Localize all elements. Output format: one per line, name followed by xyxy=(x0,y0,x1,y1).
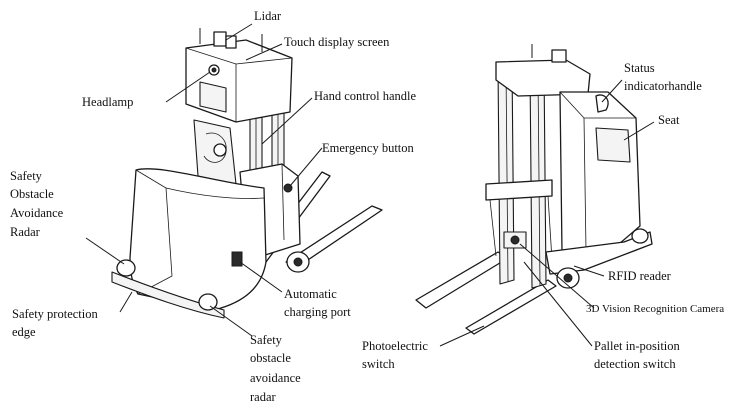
label-safety-radar-left-line3: Avoidance xyxy=(10,206,64,220)
leader-lines xyxy=(85,23,655,347)
label-safety-radar-left-line1: Safety xyxy=(10,169,42,183)
label-hand-control-handle: Hand control handle xyxy=(314,89,417,103)
label-automatic-charging-port-line2: charging port xyxy=(284,305,351,319)
label-status-indicator-handle-line1: Status xyxy=(624,61,655,75)
label-safety-radar-bottom-line2: obstacle xyxy=(250,351,291,365)
label-automatic-charging-port-line1: Automatic xyxy=(284,287,337,301)
right-forklift-drawing xyxy=(415,44,653,335)
label-rfid-reader: RFID reader xyxy=(608,269,671,283)
label-photoelectric-switch-line2: switch xyxy=(362,357,395,371)
label-touch-display-screen: Touch display screen xyxy=(284,35,390,49)
label-lidar: Lidar xyxy=(254,9,282,23)
label-headlamp: Headlamp xyxy=(82,95,134,109)
label-pallet-detection-switch-line1: Pallet in-position xyxy=(594,339,680,353)
label-status-indicator-handle-line2: indicatorhandle xyxy=(624,79,702,93)
label-safety-radar-left-line2: Obstacle xyxy=(10,187,54,201)
label-safety-radar-bottom-line4: radar xyxy=(250,390,276,404)
label-pallet-detection-switch-line2: detection switch xyxy=(594,357,676,371)
label-safety-radar-left-line4: Radar xyxy=(10,225,40,239)
label-emergency-button: Emergency button xyxy=(322,141,414,155)
left-forklift-drawing xyxy=(111,28,383,319)
label-safety-protection-edge-line2: edge xyxy=(12,325,36,339)
label-safety-radar-bottom-line3: avoidance xyxy=(250,371,301,385)
label-3d-vision-camera: 3D Vision Recognition Camera xyxy=(586,303,725,315)
label-safety-protection-edge-line1: Safety protection xyxy=(12,307,98,321)
label-seat: Seat xyxy=(658,113,680,127)
label-safety-radar-bottom-line1: Safety xyxy=(250,333,282,347)
label-photoelectric-switch-line1: Photoelectric xyxy=(362,339,428,353)
